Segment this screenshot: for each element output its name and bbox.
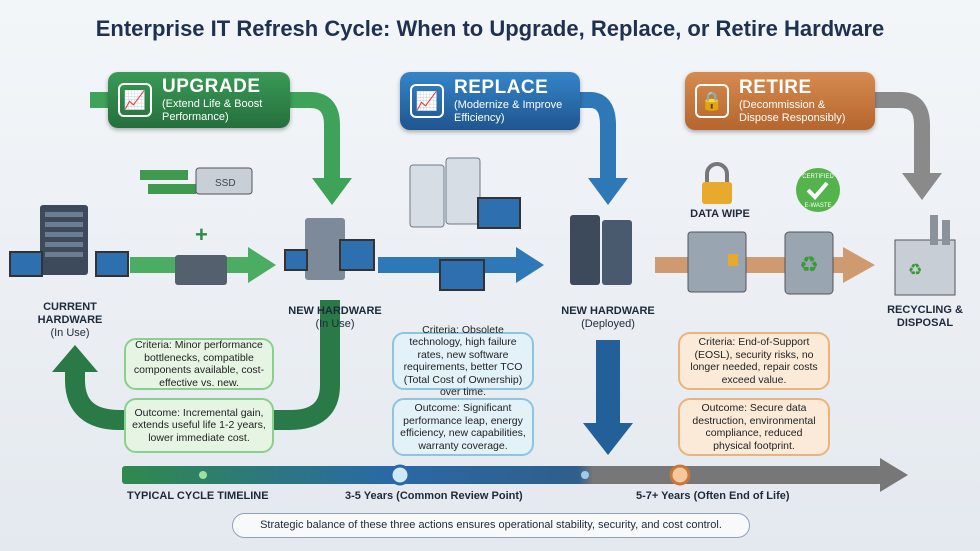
timeline-marker-small	[581, 471, 589, 479]
data-wipe-label: DATA WIPE	[690, 208, 750, 220]
certified-badge-icon: CERTIFIED E-WASTE	[796, 168, 840, 212]
desktop-unit-icon	[175, 255, 227, 285]
laptop-icon	[439, 197, 521, 291]
retire-outcome: Outcome: Secure data destruction, enviro…	[678, 398, 830, 456]
server-towers-icon	[409, 157, 481, 228]
replace-down-arrow	[596, 340, 620, 425]
svg-text:CERTIFIED: CERTIFIED	[802, 174, 834, 180]
retire-criteria: Criteria: End-of-Support (EOSL), securit…	[678, 332, 830, 390]
upgrade-subtitle: (Extend Life & Boost Performance)	[162, 98, 263, 123]
new-hardware-in-use-label: NEW HARDWARE(In Use)	[288, 305, 382, 330]
timeline-marker-start	[199, 471, 207, 479]
replace-outcome: Outcome: Significant performance leap, e…	[392, 398, 534, 456]
replace-header: 📈 REPLACE(Modernize & Improve Efficiency…	[400, 72, 580, 130]
ssd-label: SSD	[215, 178, 236, 189]
server-cluster-icon	[570, 215, 632, 285]
replace-title: REPLACE	[454, 77, 549, 98]
server-rack-icon	[40, 205, 88, 275]
replace-arrowhead-down	[588, 178, 628, 205]
page-title: Enterprise IT Refresh Cycle: When to Upg…	[95, 16, 885, 41]
ram-module-icon	[140, 170, 196, 194]
recycling-disposal-label: RECYCLING & DISPOSAL	[887, 304, 963, 329]
chart-up-icon: 📈	[118, 83, 152, 117]
retire-arrow-top	[875, 92, 930, 175]
svg-text:♻: ♻	[799, 252, 819, 277]
upgrade-header: 📈 UPGRADE(Extend Life & Boost Performanc…	[108, 72, 290, 128]
upgrade-arrowhead-down	[312, 178, 352, 205]
current-hardware-label: CURRENT HARDWARE(In Use)	[37, 301, 103, 339]
plus-sign: +	[195, 222, 208, 247]
chart-up-icon: 📈	[410, 84, 444, 118]
timeline-marker-end	[669, 464, 691, 486]
svg-text:♻: ♻	[908, 262, 922, 279]
monitor-icon	[9, 251, 129, 277]
upgrade-title: UPGRADE	[162, 76, 261, 97]
recycling-facility-icon: ♻	[894, 215, 956, 296]
retire-header: 🔒 RETIRE(Decommission & Dispose Responsi…	[685, 72, 875, 130]
timeline-bar	[122, 466, 882, 484]
timeline-mid-label: 3-5 Years (Common Review Point)	[345, 490, 523, 502]
replace-subtitle: (Modernize & Improve Efficiency)	[454, 99, 563, 124]
data-wipe-server-icon	[687, 231, 747, 293]
retire-subtitle: (Decommission & Dispose Responsibly)	[739, 99, 846, 124]
upgrade-arrowhead-up	[52, 345, 98, 372]
lock-icon: 🔒	[695, 84, 729, 118]
timeline-label: TYPICAL CYCLE TIMELINE	[127, 490, 269, 502]
new-hardware-deployed-label: NEW HARDWARE(Deployed)	[561, 305, 655, 330]
timeline-marker-mid	[389, 464, 411, 486]
recycle-bin-icon: ♻	[784, 231, 834, 295]
footer-note: Strategic balance of these three actions…	[232, 513, 750, 538]
timeline-end-label: 5-7+ Years (Often End of Life)	[636, 490, 790, 502]
upgrade-outcome: Outcome: Incremental gain, extends usefu…	[124, 398, 274, 453]
upgrade-criteria: Criteria: Minor performance bottlenecks,…	[124, 338, 274, 390]
retire-arrowhead-down	[902, 173, 942, 200]
replace-arrow-top	[580, 92, 616, 180]
replace-criteria: Criteria: Obsolete technology, high fail…	[392, 324, 534, 398]
upgrade-arrow-top	[290, 92, 340, 180]
padlock-icon	[702, 162, 732, 204]
retire-title: RETIRE	[739, 77, 812, 98]
svg-text:E-WASTE: E-WASTE	[804, 203, 831, 209]
ssd-icon: SSD	[195, 167, 253, 195]
new-tower-icon	[284, 218, 375, 280]
